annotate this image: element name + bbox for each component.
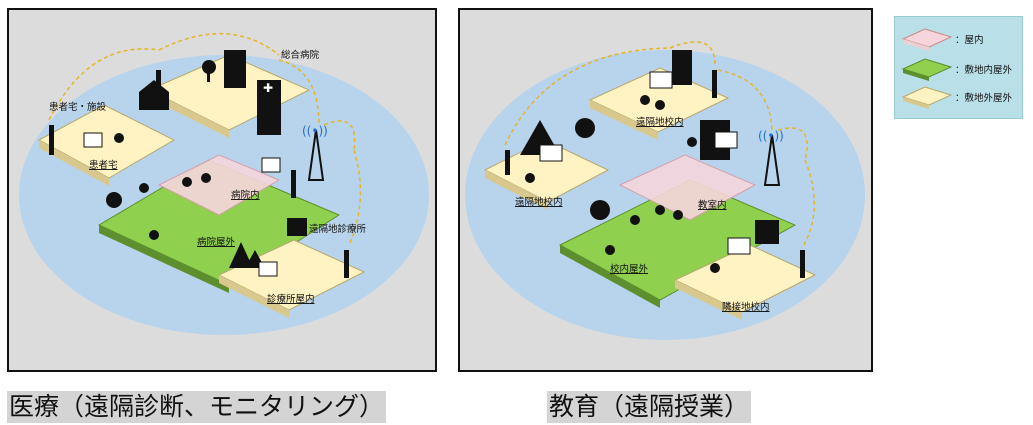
whiteboard-icon	[649, 71, 673, 89]
classroom-indoor-box	[618, 154, 757, 221]
antenna-icon	[344, 250, 349, 278]
connection-arc	[348, 149, 362, 246]
tree-icon	[106, 192, 122, 208]
cell-tower-icon	[763, 134, 781, 186]
medical-diagram: ✚ ((•)) 患者宅・施設 総合病院 患者	[19, 33, 429, 335]
hospital-indoor-box	[157, 154, 281, 216]
hospital-building-icon	[257, 80, 281, 135]
antenna-icon	[49, 125, 54, 155]
person-icon	[182, 177, 192, 187]
school-outdoor-platform	[558, 179, 797, 301]
label-general-hospital: 総合病院	[281, 49, 320, 61]
building-icon	[224, 50, 246, 88]
antenna-icon	[505, 150, 510, 175]
label-school-outdoor: 校内屋外	[610, 263, 649, 275]
education-diagram-panel: ((•)) 遠隔地校内 遠隔地校内 教室内 校内屋外 隣接地校内	[458, 8, 873, 372]
cross-icon: ✚	[263, 81, 273, 95]
connection-arc	[504, 47, 671, 146]
connection-arc	[669, 41, 716, 66]
whiteboard-icon	[727, 237, 751, 255]
student-icon	[710, 263, 720, 273]
whiteboard-icon	[539, 144, 563, 162]
label-patient-home: 患者宅	[89, 159, 118, 171]
antenna-icon	[800, 250, 805, 278]
person-icon	[139, 183, 149, 193]
antenna-icon	[291, 170, 296, 198]
legend-label-onsite-outdoor: ：敷地内屋外	[955, 64, 1013, 76]
connection-arc	[801, 159, 815, 249]
tree-icon	[202, 60, 216, 74]
legend-label-indoor: ：屋内	[955, 34, 984, 46]
education-diagram: ((•)) 遠隔地校内 遠隔地校内 教室内 校内屋外 隣接地校内	[465, 41, 865, 340]
legend-swatch-onsite-outdoor	[901, 58, 953, 78]
house-icon	[139, 80, 169, 110]
connection-arc	[158, 33, 280, 56]
legend: ：屋内 ：敷地内屋外 ：敷地外屋外	[894, 16, 1023, 119]
student-icon	[525, 173, 535, 183]
label-classroom: 教室内	[698, 199, 727, 211]
teacher-icon	[687, 137, 697, 147]
label-patient-facility: 患者宅・施設	[49, 101, 107, 113]
person-icon	[201, 173, 211, 183]
person-icon	[605, 245, 615, 255]
wheelchair-icon	[149, 230, 159, 240]
mountain-icon	[229, 242, 253, 268]
label-clinic-indoor: 診療所屋内	[267, 293, 315, 305]
label-hospital-indoor: 病院内	[231, 189, 260, 201]
cell-tower-icon	[307, 129, 325, 181]
school-building-icon	[755, 220, 779, 244]
antenna-icon	[712, 70, 717, 98]
medical-caption: 医療（遠隔診断、モニタリング）	[7, 391, 387, 423]
patient-home-platform	[37, 104, 176, 179]
clinic-building-icon	[287, 218, 307, 236]
tree-icon	[590, 200, 610, 220]
label-remote-school-left: 遠隔地校内	[515, 196, 563, 208]
education-caption: 教育（遠隔授業）	[547, 391, 752, 423]
label-remote-clinic: 遠隔地診療所	[309, 223, 367, 235]
student-icon	[655, 205, 665, 215]
student-icon	[640, 95, 650, 105]
tree-icon	[575, 118, 595, 138]
svg-text:((•)): ((•))	[758, 129, 784, 143]
student-icon	[673, 210, 683, 220]
monitor-icon	[83, 132, 103, 148]
person-icon	[114, 133, 124, 143]
connection-arc	[717, 69, 773, 131]
connection-arc	[278, 59, 320, 126]
label-remote-school-top: 遠隔地校内	[636, 116, 684, 128]
student-icon	[655, 100, 665, 110]
legend-label-offsite-outdoor: ：敷地外屋外	[955, 92, 1013, 104]
antenna-icon	[156, 70, 161, 98]
person-icon	[630, 215, 640, 225]
monitor-icon	[261, 157, 281, 173]
medical-diagram-panel: ✚ ((•)) 患者宅・施設 総合病院 患者	[7, 8, 437, 372]
building-icon	[672, 50, 692, 85]
whiteboard-icon	[714, 131, 738, 149]
svg-text:((•)): ((•))	[302, 124, 328, 138]
monitor-icon	[258, 261, 278, 277]
label-nearby-school: 隣接地校内	[722, 301, 770, 313]
label-hospital-outdoor: 病院屋外	[197, 236, 236, 248]
